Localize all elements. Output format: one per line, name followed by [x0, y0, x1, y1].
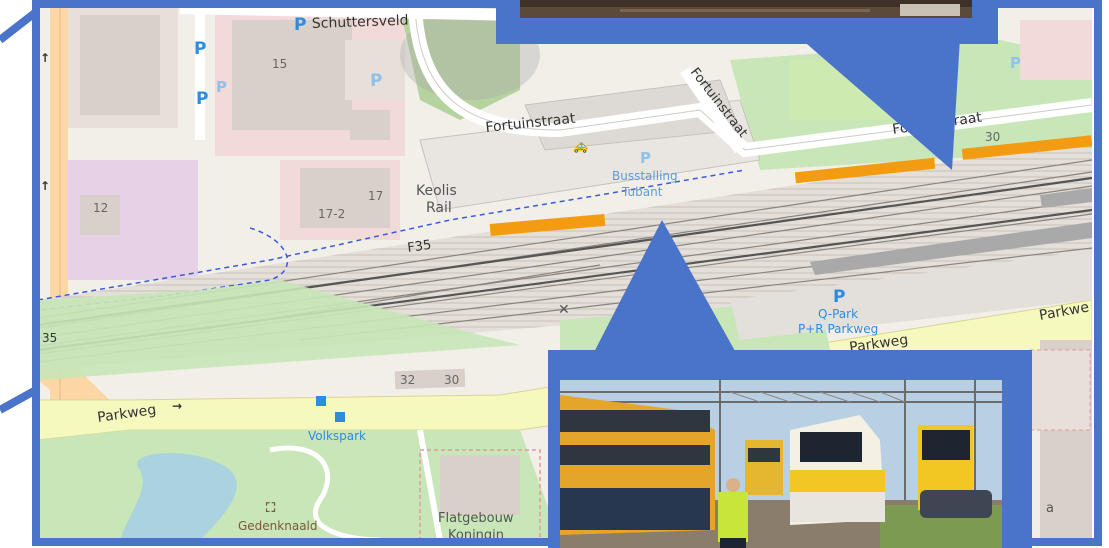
- parking-icon: P: [294, 15, 306, 35]
- taxi-icon: 🚕: [572, 139, 588, 154]
- bus-stop-icon: [335, 412, 345, 422]
- bus-stop-icon: [316, 396, 326, 406]
- crossing-icon: ✕: [558, 302, 570, 318]
- parking-icon: P: [196, 89, 208, 109]
- cycle-route-f35: [38, 169, 746, 301]
- arrow-icon: ↑: [40, 179, 50, 193]
- map-labels: Schuttersveld Fortuinstraat Fortuinstraa…: [42, 13, 1090, 543]
- house-number: 17: [368, 189, 383, 203]
- parking-icon: P: [833, 287, 845, 307]
- place-label: Gedenknaald: [238, 519, 318, 533]
- platform-marker: [489, 213, 606, 236]
- place-label: a: [1046, 501, 1054, 516]
- platform-marker: [794, 157, 936, 184]
- place-label: Volkspark: [308, 429, 366, 443]
- callout-bottom: [548, 220, 1032, 548]
- house-number: 15: [272, 57, 287, 71]
- route-label: F35: [406, 238, 432, 256]
- callout-top: [496, 0, 998, 170]
- platform-marker: [961, 135, 1092, 160]
- house-number: 30: [444, 373, 459, 387]
- parkweg-road: [38, 299, 1092, 441]
- place-label: P+R Parkweg: [798, 322, 878, 336]
- place-label: Rail: [426, 200, 452, 216]
- parking-icon: P: [640, 149, 651, 167]
- map-icons: P P P P P P P P P 🚕 ⛶ ✕ → ↑ ↑: [40, 15, 1021, 516]
- street-label: Schuttersveld: [312, 13, 409, 32]
- house-number: 12: [93, 201, 108, 215]
- route-label: 35: [42, 331, 57, 345]
- house-number: 30: [985, 130, 1000, 144]
- parking-icon: P: [1010, 54, 1021, 72]
- parking-icon: P: [370, 71, 382, 91]
- station-photo-trains: [560, 380, 1002, 548]
- house-number: 32: [400, 373, 415, 387]
- station-photo-top: [520, 0, 972, 18]
- place-label: Keolis: [416, 183, 457, 199]
- arrow-icon: →: [172, 399, 182, 413]
- place-label: Tubant: [621, 185, 663, 199]
- pond: [120, 453, 237, 540]
- place-label: Busstalling: [612, 169, 678, 183]
- arrow-icon: ↑: [40, 51, 50, 65]
- place-label: Q-Park: [818, 307, 858, 321]
- place-label: Flatgebouw: [438, 511, 514, 526]
- parking-icon: P: [216, 78, 227, 96]
- house-number: 17-2: [318, 207, 345, 221]
- parking-icon: P: [194, 39, 206, 59]
- memorial-icon: ⛶: [265, 501, 276, 516]
